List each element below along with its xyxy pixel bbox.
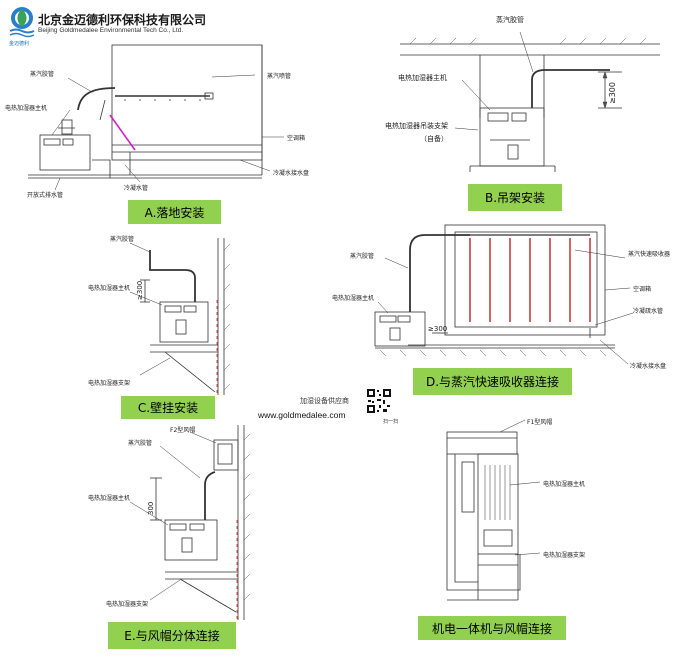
label-d-dim: ≥300 xyxy=(428,325,447,333)
supplier-label: 加湿设备供应商 xyxy=(300,397,349,405)
label-d-condensate: 冷凝疏水管 xyxy=(633,307,663,315)
label-b-steam-hose: 蒸汽胶管 xyxy=(496,15,524,24)
label-d-ahu: 空调箱 xyxy=(633,285,651,293)
label-f-hood: F1型风帽 xyxy=(527,418,552,426)
label-a-host: 电热加湿器主机 xyxy=(5,104,47,112)
label-a-spray-pipe: 蒸汽喷管 xyxy=(267,72,291,80)
caption-b: B.吊架安装 xyxy=(468,184,562,211)
label-f-bracket: 电热加湿器支架 xyxy=(543,551,585,559)
label-e-bracket: 电热加湿器支架 xyxy=(106,600,148,608)
label-a-steam-hose: 蒸汽胶管 xyxy=(30,70,54,78)
label-c-bracket: 电热加湿器支架 xyxy=(88,379,130,387)
label-f-host: 电热加湿器主机 xyxy=(543,480,585,488)
label-e-hood: F2型风帽 xyxy=(170,426,195,434)
label-a-condensate-pipe: 冷凝水管 xyxy=(124,184,148,192)
label-b-hanger: 电热加湿器吊装支架 xyxy=(385,121,448,130)
label-e-host: 电热加湿器主机 xyxy=(88,494,130,502)
caption-c: C.壁挂安装 xyxy=(121,396,215,419)
caption-d: D.与蒸汽快速吸收器连接 xyxy=(413,368,572,395)
logo-caption: 金迈德利 xyxy=(9,41,30,47)
label-b-self-supplied: （自备） xyxy=(420,134,448,143)
label-e-steam-hose: 蒸汽胶管 xyxy=(128,439,152,447)
company-logo xyxy=(9,7,35,38)
caption-e: E.与风帽分体连接 xyxy=(108,622,236,649)
label-d-absorber: 蒸汽快速吸收器 xyxy=(628,250,670,258)
label-a-open-drain: 开放式排水管 xyxy=(27,191,63,199)
label-e-dim: 300 xyxy=(147,502,155,515)
caption-a: A.落地安装 xyxy=(128,200,221,224)
company-name-cn: 北京金迈德利环保科技有限公司 xyxy=(38,13,207,27)
company-name-en: Beijing Goldmedalee Environmental Tech C… xyxy=(38,27,184,34)
website-url: www.goldmedalee.com xyxy=(258,410,346,420)
caption-f: 机电一体机与风帽连接 xyxy=(418,616,566,640)
qr-code xyxy=(366,388,392,414)
label-d-drip-tray: 冷凝水接水盘 xyxy=(630,362,666,370)
label-b-dim: ≥300 xyxy=(608,82,617,104)
label-d-steam-hose: 蒸汽胶管 xyxy=(350,252,374,260)
qr-caption: 扫一扫 xyxy=(383,419,399,425)
label-a-ahu: 空调箱 xyxy=(287,134,305,142)
label-b-host: 电热加湿器主机 xyxy=(398,73,447,82)
label-c-steam-hose: 蒸汽胶管 xyxy=(110,235,134,243)
label-c-dim: ≥300 xyxy=(136,281,144,300)
label-c-host: 电热加湿器主机 xyxy=(88,284,130,292)
label-a-drip-tray: 冷凝水接水盘 xyxy=(273,169,309,177)
label-d-host: 电热加湿器主机 xyxy=(332,294,374,302)
